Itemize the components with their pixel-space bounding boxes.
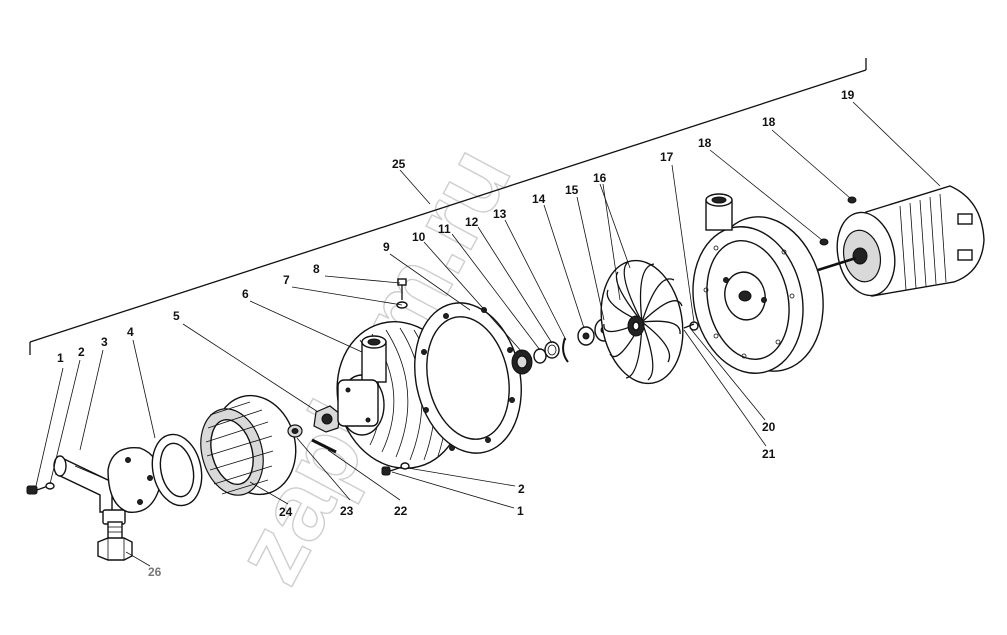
callout-18-a: 18 (698, 136, 712, 150)
callout-14: 14 (532, 192, 546, 206)
callout-1-right: 1 (517, 504, 524, 518)
callout-24: 24 (279, 505, 293, 519)
callout-11: 11 (438, 222, 451, 236)
callout-22: 22 (394, 504, 408, 518)
callout-8: 8 (313, 262, 320, 276)
callout-4: 4 (127, 325, 134, 339)
screw-part-18-b (847, 196, 857, 204)
screw-part-18-a (819, 238, 829, 246)
bolt-part-1-lower (381, 466, 403, 476)
callout-1-left: 1 (57, 351, 64, 365)
leader-lines (35, 101, 941, 567)
callout-26: 26 (148, 565, 162, 579)
fan-housing-part-17 (692, 193, 824, 374)
electric-motor-part-19 (817, 185, 985, 297)
callout-9: 9 (383, 240, 390, 254)
drain-plug-part-26 (97, 521, 133, 561)
seal-part-13 (562, 337, 569, 363)
callout-21: 21 (762, 447, 776, 461)
callout-5: 5 (173, 309, 180, 323)
callout-25: 25 (392, 157, 406, 171)
bolt-part-8 (397, 278, 407, 300)
callout-16: 16 (593, 171, 607, 185)
assembly-bracket (29, 58, 867, 355)
callout-18-b: 18 (762, 115, 776, 129)
callout-3: 3 (101, 335, 108, 349)
inlet-elbow-part-3 (53, 446, 161, 525)
flange-plate-part-9 (414, 302, 522, 454)
callout-2-left: 2 (78, 345, 85, 359)
callout-12: 12 (465, 215, 479, 229)
bearing-part-10 (511, 349, 533, 375)
callout-2-right: 2 (518, 482, 525, 496)
callout-labels: 1 2 3 4 5 6 7 8 9 10 11 12 13 14 15 16 1… (57, 88, 855, 579)
gasket-part-4 (151, 433, 203, 507)
key-pin-part-22 (311, 438, 337, 454)
callout-7: 7 (283, 273, 290, 287)
ring-part-20 (689, 321, 699, 331)
hub-part-5 (313, 405, 341, 433)
callout-10: 10 (412, 230, 426, 244)
ring-part-12 (544, 341, 560, 359)
callout-23: 23 (340, 504, 354, 518)
callout-17: 17 (660, 150, 674, 164)
pin-part-21 (683, 323, 695, 329)
screw-part-1-left (26, 482, 55, 495)
callout-19: 19 (841, 88, 855, 102)
callout-6: 6 (242, 287, 249, 301)
washer-part-2-lower (400, 462, 410, 470)
strainer-screen-part-24 (200, 394, 297, 496)
ring-part-11 (533, 348, 547, 364)
fan-impeller-part-16 (600, 259, 684, 385)
snap-ring-part-14 (577, 326, 595, 346)
callout-20: 20 (762, 420, 776, 434)
callout-13: 13 (493, 207, 507, 221)
nut-part-23 (287, 424, 303, 438)
callout-15: 15 (565, 183, 579, 197)
